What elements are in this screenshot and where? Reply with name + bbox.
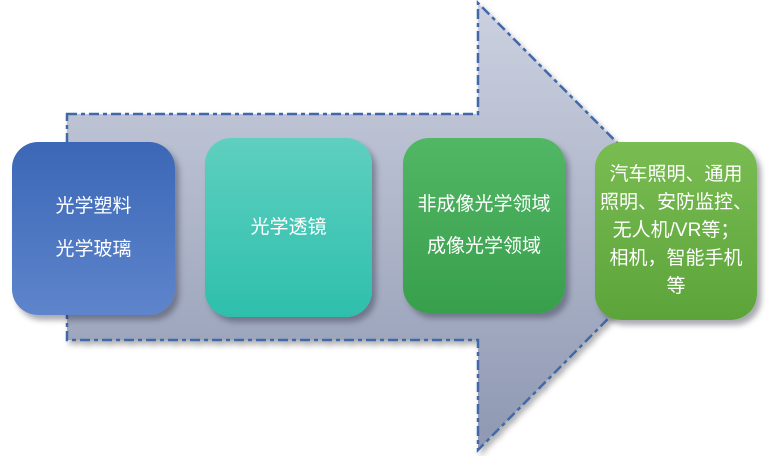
stage-box-optical-materials: 光学塑料 光学玻璃 xyxy=(12,142,175,315)
stage-box-applications: 汽车照明、通用 照明、安防监控、 无人机/VR等； 相机，智能手机 等 xyxy=(595,142,757,320)
stage-line: 等 xyxy=(666,276,686,297)
stage-line: 相机，智能手机 xyxy=(609,248,743,269)
arrow-body xyxy=(65,0,702,454)
stage-box-optical-fields: 非成像光学领域 成像光学领域 xyxy=(403,138,565,313)
stage-line: 光学透镜 xyxy=(250,216,327,238)
stage-box-optical-lens: 光学透镜 xyxy=(205,138,372,317)
stage-line: 光学塑料 xyxy=(55,196,132,217)
stage-line: 汽车照明、通用 xyxy=(609,164,743,185)
stage-line: 非成像光学领域 xyxy=(417,193,551,215)
stage-line: 光学玻璃 xyxy=(55,239,132,260)
stage-line: 成像光学领域 xyxy=(426,235,541,257)
stage-line: 无人机/VR等； xyxy=(612,220,740,241)
stage-line: 照明、安防监控、 xyxy=(599,192,752,213)
